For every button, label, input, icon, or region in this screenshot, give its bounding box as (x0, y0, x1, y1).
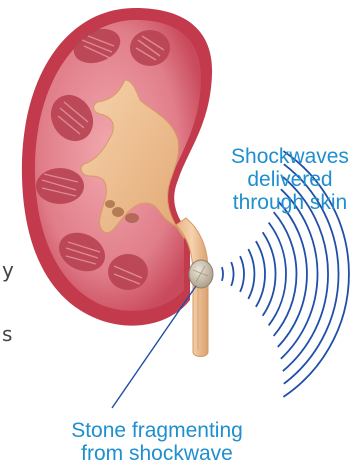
edge-text-fragment: s (2, 322, 12, 346)
stone-label: Stone fragmenting from shockwave (52, 419, 262, 465)
stone-label-line1: Stone fragmenting (52, 419, 262, 442)
shockwave-arc (222, 267, 223, 281)
shockwave-arc (274, 212, 297, 336)
shockwaves-label-line1: Shockwaves (226, 145, 354, 168)
shockwave-arc (231, 262, 233, 286)
shockwave-arc (248, 249, 254, 299)
kidney-stone (189, 260, 213, 288)
shockwave-arc (269, 223, 286, 326)
shockwaves-label-line3: through skin (226, 191, 354, 214)
shockwave-arc (240, 256, 244, 292)
stone-label-line2: from shockwave (52, 442, 262, 465)
shockwaves-label: Shockwaves delivered through skin (226, 145, 354, 214)
shockwaves-label-line2: delivered (226, 168, 354, 191)
edge-text-fragment: y (2, 258, 14, 282)
shockwave-arc (256, 241, 265, 307)
